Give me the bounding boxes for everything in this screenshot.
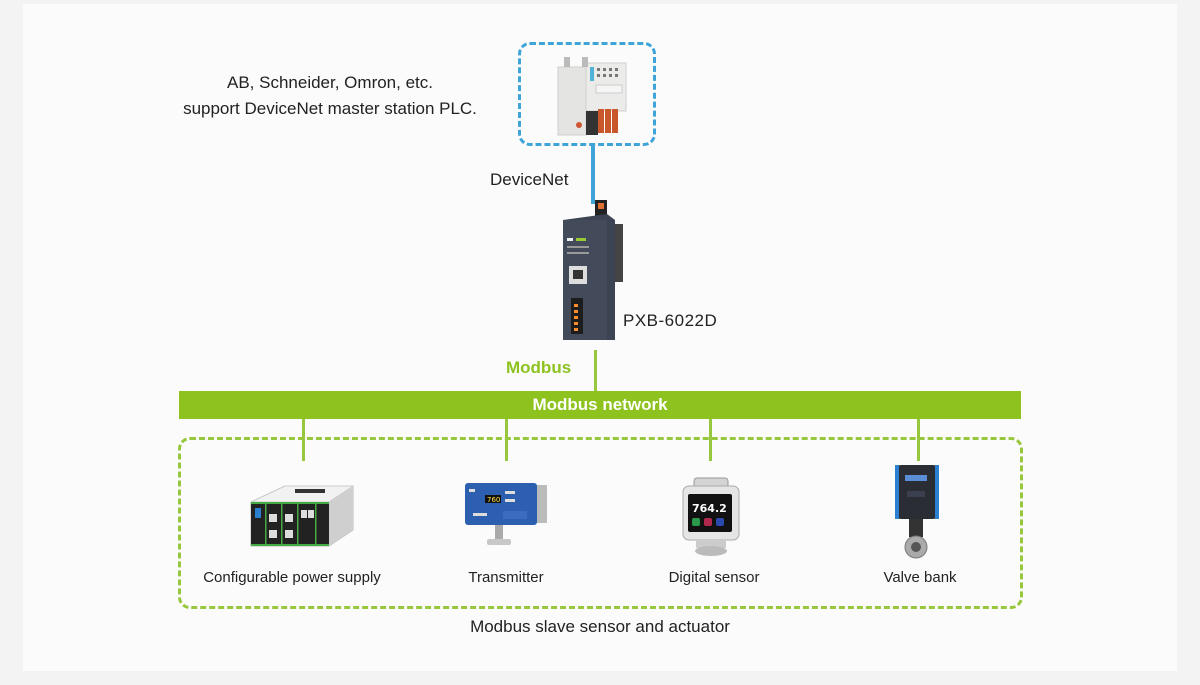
slave-devices-caption: Modbus slave sensor and actuator <box>470 617 730 636</box>
slave-devices-box <box>178 437 1023 609</box>
plc-master-box <box>518 42 656 146</box>
device-label-transmitter: Transmitter <box>468 569 544 586</box>
transmitter-image: 760 <box>465 483 547 545</box>
transmitter-display: 760 <box>487 496 500 504</box>
drop-line-valve-bank <box>917 419 920 461</box>
modbus-label: Modbus <box>506 358 572 377</box>
digital-sensor-display: 764.2 <box>692 502 727 515</box>
power-supply-image <box>250 485 355 547</box>
devicenet-link-line <box>591 146 595 204</box>
device-label-power-supply: Configurable power supply <box>203 569 381 586</box>
modbus-link-line <box>594 350 597 391</box>
drop-line-transmitter <box>505 419 508 461</box>
digital-sensor-image: 764.2 <box>682 477 740 556</box>
plc-caption-line2: support DeviceNet master station PLC. <box>183 99 477 118</box>
devicenet-label: DeviceNet <box>490 170 569 189</box>
drop-line-power-supply <box>302 419 305 461</box>
device-label-valve-bank: Valve bank <box>883 569 957 586</box>
plc-caption-line1: AB, Schneider, Omron, etc. <box>227 73 433 92</box>
plc-device-image <box>557 57 627 136</box>
gateway-device-image <box>563 200 623 340</box>
modbus-network-label: Modbus network <box>532 395 668 414</box>
device-label-digital-sensor: Digital sensor <box>668 569 760 586</box>
gateway-model-label: PXB-6022D <box>623 311 718 330</box>
modbus-network-bus: Modbus network <box>179 391 1021 419</box>
valve-bank-image <box>895 465 939 559</box>
drop-line-digital-sensor <box>709 419 712 461</box>
plc-caption: AB, Schneider, Omron, etc. support Devic… <box>150 70 510 122</box>
